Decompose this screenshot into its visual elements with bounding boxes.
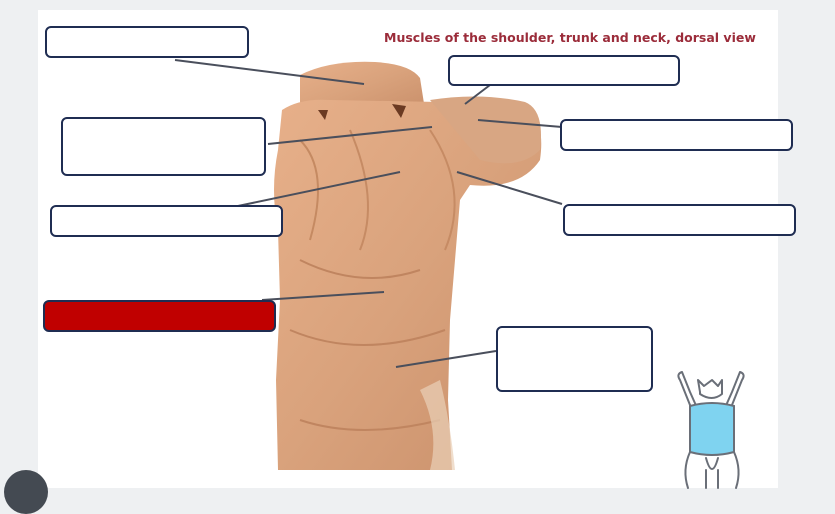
dog-orientation-icon xyxy=(677,371,745,489)
label-box-7[interactable] xyxy=(43,300,276,332)
avatar[interactable] xyxy=(4,470,48,514)
leader-line-1 xyxy=(174,59,365,85)
dog-muscle-specimen-image xyxy=(274,61,542,470)
label-box-8[interactable] xyxy=(496,326,653,392)
leader-line-5 xyxy=(456,171,563,205)
leader-line-4 xyxy=(267,126,433,145)
leader-line-3 xyxy=(477,119,563,128)
label-box-2[interactable] xyxy=(448,55,680,86)
leader-line-2 xyxy=(464,84,491,105)
label-box-1[interactable] xyxy=(45,26,249,58)
leader-line-7 xyxy=(261,291,385,301)
leader-line-8 xyxy=(395,350,497,368)
label-box-4[interactable] xyxy=(560,119,793,151)
leader-lines xyxy=(174,59,563,368)
label-box-6[interactable] xyxy=(563,204,796,236)
diagram-title: Muscles of the shoulder, trunk and neck,… xyxy=(384,30,756,45)
label-box-5[interactable] xyxy=(50,205,283,237)
label-box-3[interactable] xyxy=(61,117,266,176)
leader-line-6 xyxy=(237,171,401,207)
highlighted-region-icon xyxy=(689,402,735,456)
